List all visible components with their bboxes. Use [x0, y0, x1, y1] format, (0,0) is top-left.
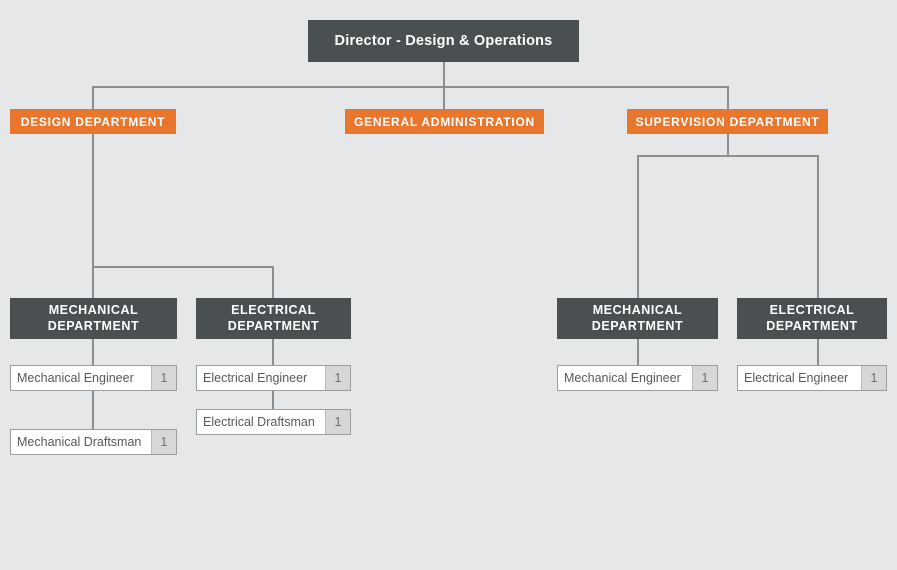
node-director-label: Director - Design & Operations	[334, 33, 553, 49]
node-director[interactable]: Director - Design & Operations	[308, 20, 579, 62]
role-row[interactable]: Electrical Engineer 1	[196, 365, 351, 391]
connector-supervision-mechanical-roles	[637, 339, 639, 379]
role-row[interactable]: Electrical Draftsman 1	[196, 409, 351, 435]
connector-design-to-mechanical	[92, 266, 94, 298]
connector-design-mechanical-roles	[92, 339, 94, 444]
role-row[interactable]: Mechanical Engineer 1	[557, 365, 718, 391]
node-design-mechanical-department[interactable]: MECHANICAL DEPARTMENT	[10, 298, 177, 339]
node-supervision-electrical-line1: ELECTRICAL	[769, 302, 855, 317]
role-count-badge: 1	[151, 430, 176, 454]
node-design-department-label: DESIGN DEPARTMENT	[20, 114, 166, 129]
role-count-badge: 1	[325, 410, 350, 434]
node-supervision-mechanical-department[interactable]: MECHANICAL DEPARTMENT	[557, 298, 718, 339]
role-count-badge: 1	[151, 366, 176, 390]
connector-supervision-stem	[727, 134, 729, 156]
role-row[interactable]: Electrical Engineer 1	[737, 365, 887, 391]
role-count-badge: 1	[325, 366, 350, 390]
node-design-electrical-line1: ELECTRICAL	[231, 302, 316, 317]
node-supervision-department[interactable]: SUPERVISION DEPARTMENT	[627, 109, 828, 134]
role-count-badge: 1	[692, 366, 717, 390]
node-supervision-department-label: SUPERVISION DEPARTMENT	[635, 114, 820, 129]
role-count-badge: 1	[861, 366, 886, 390]
node-supervision-electrical-department[interactable]: ELECTRICAL DEPARTMENT	[737, 298, 887, 339]
connector-supervision-to-electrical	[817, 155, 819, 298]
node-design-mechanical-line1: MECHANICAL	[48, 302, 139, 317]
node-supervision-mechanical-line2: DEPARTMENT	[591, 318, 684, 333]
connector-root-down	[443, 62, 445, 87]
connector-drop-design	[92, 86, 94, 109]
connector-design-bus	[92, 266, 274, 268]
role-label: Electrical Engineer	[203, 371, 308, 385]
role-label: Mechanical Engineer	[17, 371, 134, 385]
connector-drop-supervision	[727, 86, 729, 109]
connector-main-bus	[92, 86, 729, 88]
connector-supervision-electrical-roles	[817, 339, 819, 379]
table-row[interactable]: Mechanical Draftsman 1	[10, 429, 177, 455]
connector-supervision-bus	[637, 155, 818, 157]
connector-design-to-electrical	[272, 266, 274, 298]
node-design-department[interactable]: DESIGN DEPARTMENT	[10, 109, 176, 134]
node-supervision-electrical-line2: DEPARTMENT	[766, 318, 858, 333]
node-supervision-mechanical-line1: MECHANICAL	[592, 302, 683, 317]
connector-supervision-to-mechanical	[637, 155, 639, 298]
role-label: Mechanical Engineer	[564, 371, 681, 385]
role-label: Electrical Draftsman	[203, 415, 315, 429]
node-general-administration-label: GENERAL ADMINISTRATION	[354, 114, 535, 129]
role-row[interactable]: Mechanical Engineer 1	[10, 365, 177, 391]
node-general-administration[interactable]: GENERAL ADMINISTRATION	[345, 109, 544, 134]
connector-design-stem	[92, 134, 94, 267]
node-design-mechanical-line2: DEPARTMENT	[47, 318, 140, 333]
connector-drop-general-admin	[443, 86, 445, 109]
role-label: Electrical Engineer	[744, 371, 849, 385]
role-label: Mechanical Draftsman	[17, 435, 142, 449]
node-design-electrical-line2: DEPARTMENT	[227, 318, 320, 333]
node-design-electrical-department[interactable]: ELECTRICAL DEPARTMENT	[196, 298, 351, 339]
